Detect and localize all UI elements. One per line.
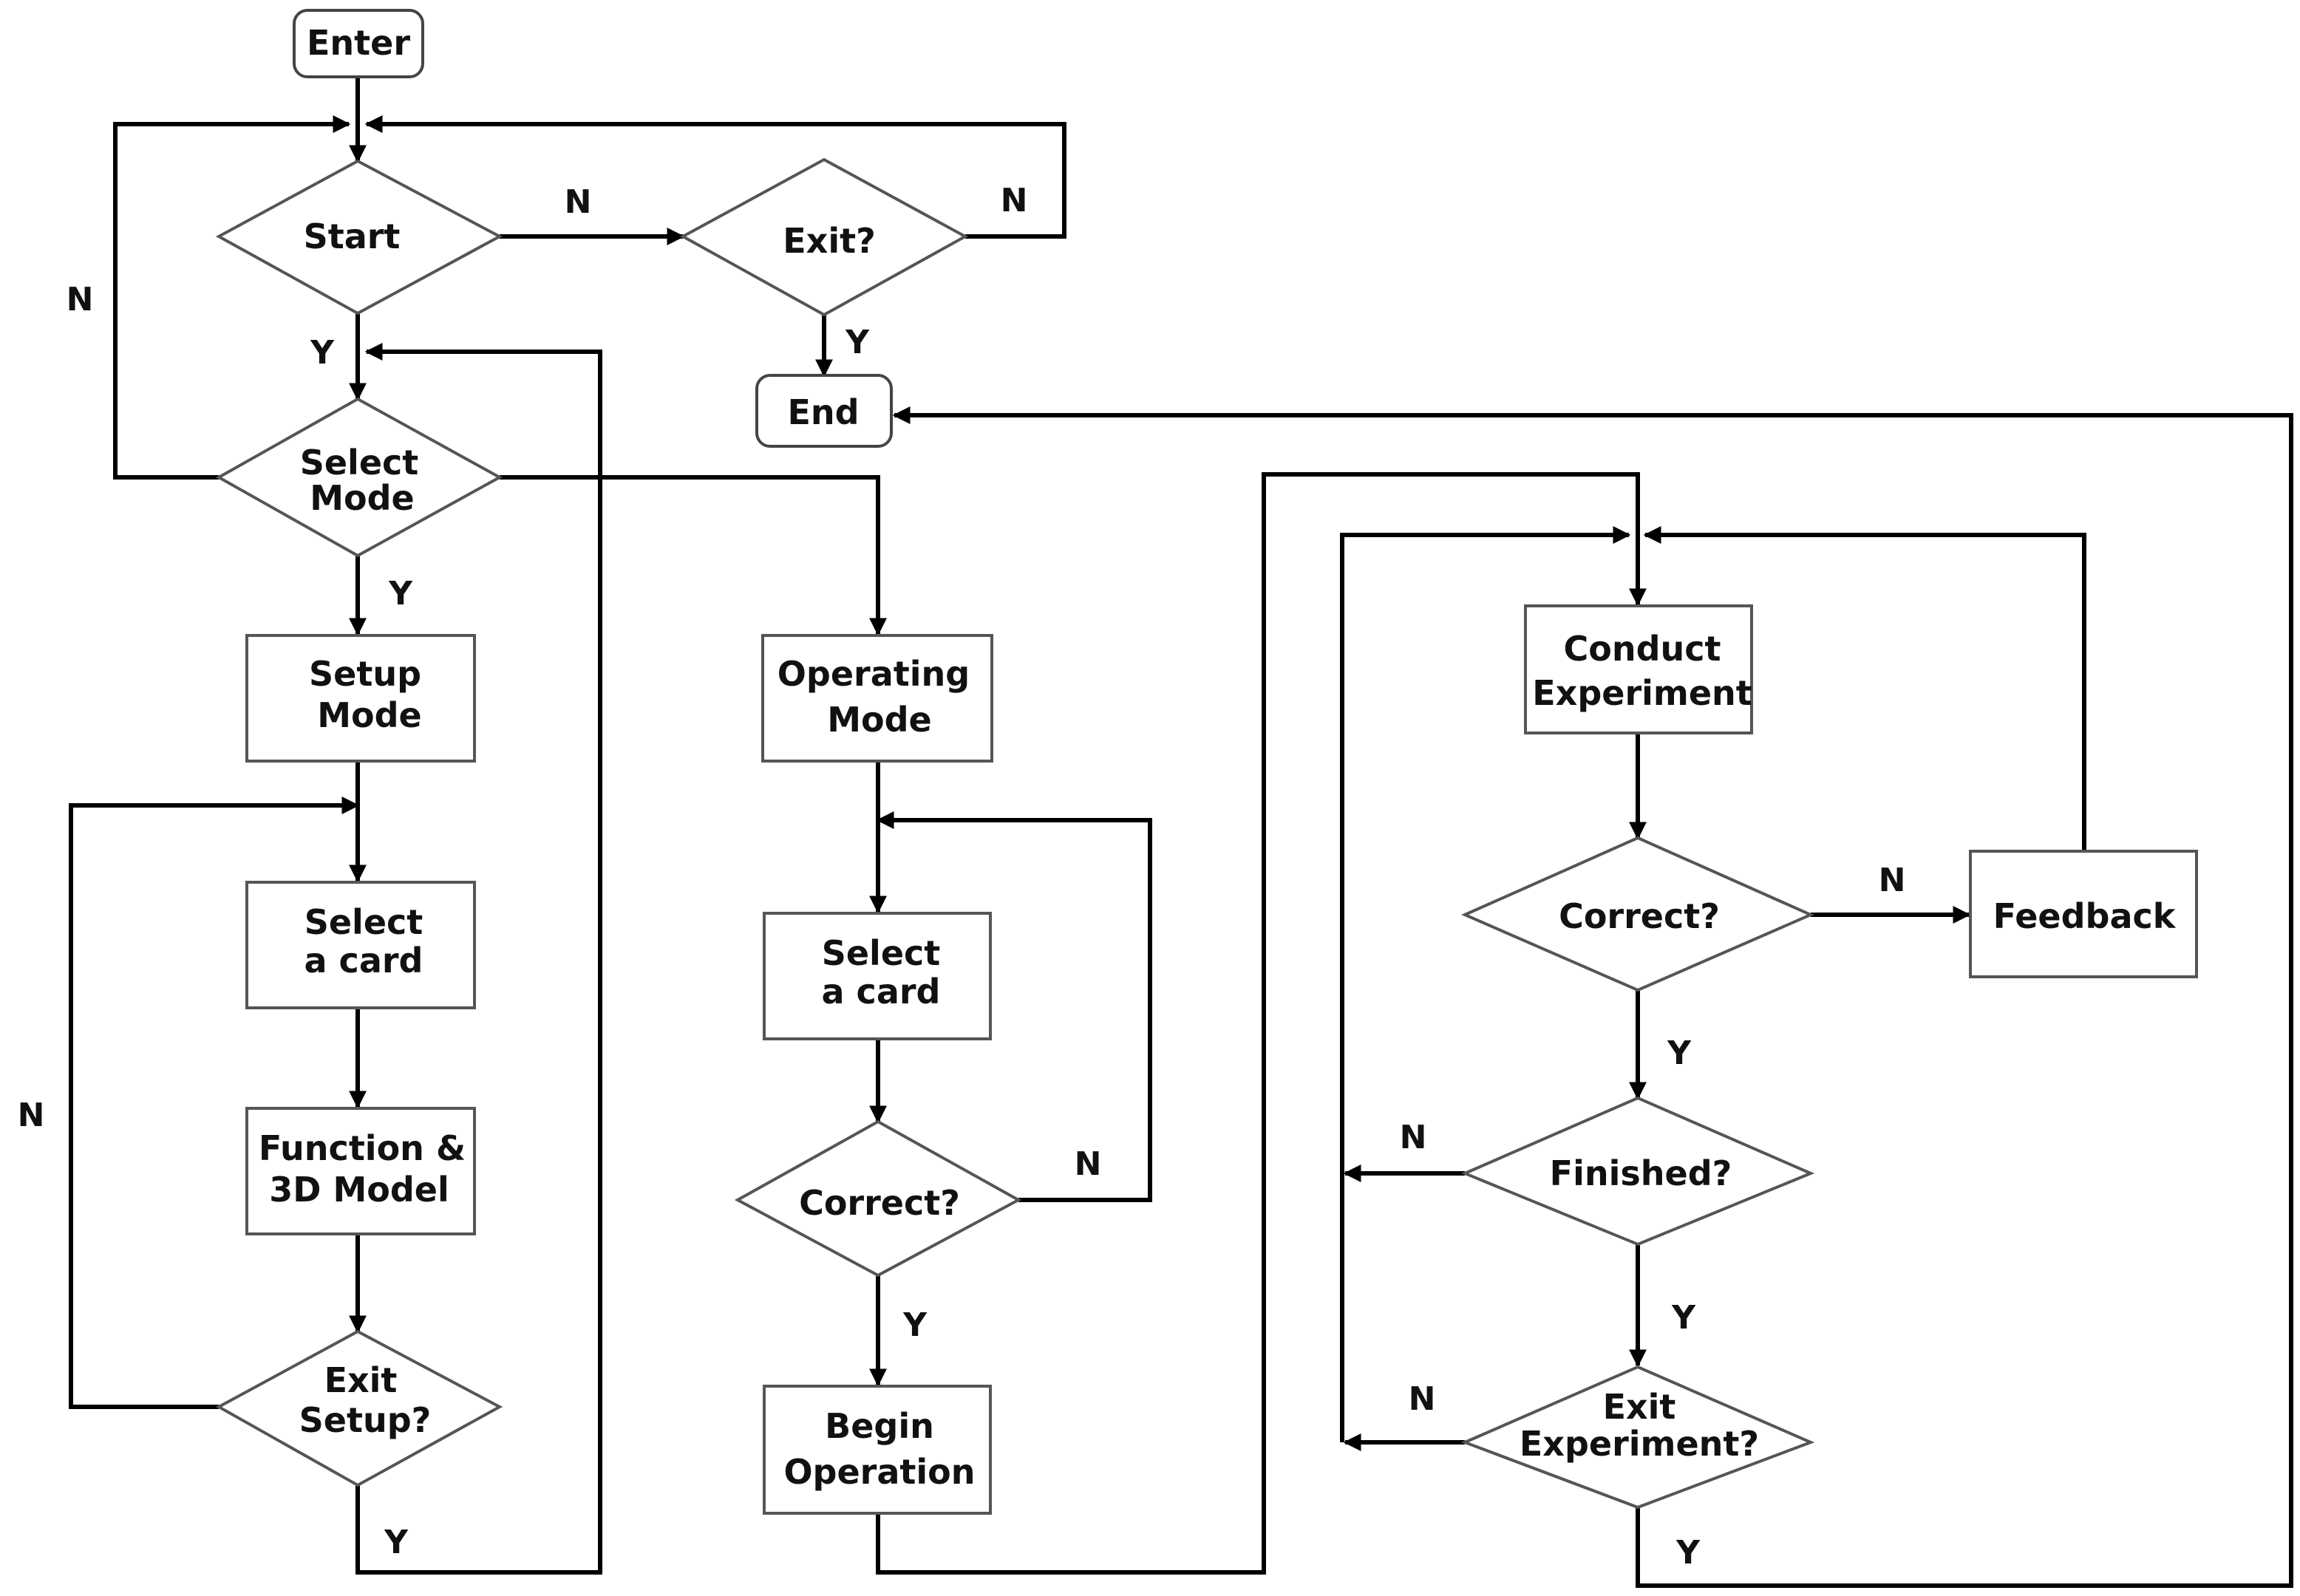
label-start-yes: Y: [310, 334, 335, 372]
node-operating-mode: Operating Mode: [761, 634, 993, 763]
label-select-mode-yes: Y: [388, 575, 413, 613]
edge-op-correct-loop: [876, 811, 1152, 1202]
select-mode-label-line1: Select: [300, 443, 419, 482]
edge-select-mode-to-operating: [500, 475, 887, 636]
label-exit-setup-yes: Y: [384, 1524, 409, 1561]
edge-exit-setup-loop: [69, 797, 360, 1409]
edge-select-mode-loop-back: [113, 115, 351, 480]
node-op-select-card: Select a card: [763, 912, 992, 1040]
label-exit-experiment-no: N: [1409, 1380, 1436, 1418]
label-op-correct-no: N: [1075, 1145, 1102, 1183]
node-function-3d-model: Function & 3D Model: [245, 1107, 476, 1235]
setup-mode-label-line2: Mode: [317, 695, 422, 735]
enter-label: Enter: [307, 23, 410, 63]
exit-experiment-label-line2: Experiment?: [1520, 1424, 1759, 1464]
exit-setup-label-line1: Exit: [324, 1360, 398, 1400]
edge-exit-setup-return: [355, 343, 602, 1575]
node-exit-question: Exit?: [679, 157, 969, 317]
node-start: Start: [215, 159, 503, 316]
edge-begin-to-conduct: [876, 472, 1647, 1575]
function-label-line1: Function &: [259, 1128, 466, 1168]
setup-select-card-label-line1: Select: [304, 902, 423, 942]
label-exp-correct-no: N: [1879, 862, 1906, 899]
label-finished-no: N: [1400, 1119, 1427, 1156]
node-op-correct: Correct?: [734, 1119, 1022, 1278]
label-finished-yes: Y: [1671, 1299, 1696, 1337]
node-enter: Enter: [293, 9, 424, 78]
begin-operation-label-line1: Begin: [825, 1406, 934, 1446]
label-start-no: N: [565, 183, 592, 221]
node-end: End: [755, 374, 893, 448]
node-conduct-experiment: Conduct Experiment: [1524, 604, 1753, 734]
exp-correct-label: Correct?: [1559, 896, 1720, 936]
exit-experiment-label-line1: Exit: [1603, 1387, 1676, 1427]
select-mode-label-line2: Mode: [310, 478, 415, 518]
node-exit-setup: Exit Setup?: [215, 1329, 503, 1487]
edge-labels: N N N Y Y Y N Y N Y N Y N Y N Y: [18, 182, 1906, 1572]
node-finished: Finished?: [1460, 1096, 1815, 1247]
begin-operation-label-line2: Operation: [783, 1452, 975, 1492]
end-label: End: [787, 392, 859, 432]
label-exit-setup-no: N: [18, 1097, 45, 1134]
exit-setup-label-line2: Setup?: [299, 1400, 432, 1440]
operating-mode-label-line1: Operating: [778, 654, 970, 694]
conduct-label-line1: Conduct: [1563, 629, 1721, 669]
node-exp-correct: Correct?: [1461, 836, 1814, 992]
node-setup-select-card: Select a card: [245, 881, 476, 1009]
connectors: [69, 78, 2293, 1588]
op-select-card-label-line1: Select: [822, 933, 941, 973]
node-begin-operation: Begin Operation: [763, 1385, 992, 1515]
label-exp-correct-yes: Y: [1667, 1034, 1692, 1072]
node-exit-experiment: Exit Experiment?: [1460, 1365, 1815, 1510]
edge-feedback-loop: [1643, 526, 2086, 851]
function-label-line2: 3D Model: [269, 1170, 449, 1210]
edge-experiment-loop-back: [1340, 526, 1631, 1442]
op-select-card-label-line2: a card: [822, 972, 941, 1012]
operating-mode-label-line2: Mode: [827, 700, 932, 740]
label-select-mode-no: N: [67, 281, 94, 318]
label-op-correct-yes: Y: [902, 1306, 928, 1344]
node-select-mode: Select Mode: [215, 397, 503, 558]
setup-mode-label-line1: Setup: [309, 654, 421, 694]
setup-select-card-label-line2: a card: [304, 941, 423, 981]
finished-label: Finished?: [1550, 1153, 1732, 1193]
node-setup-mode: Setup Mode: [245, 634, 476, 763]
edge-exit-loop-back: [364, 115, 1066, 239]
feedback-label: Feedback: [1993, 896, 2177, 936]
label-exit-yes: Y: [845, 324, 870, 361]
start-label: Start: [304, 216, 401, 256]
conduct-label-line2: Experiment: [1532, 673, 1752, 713]
op-correct-label: Correct?: [799, 1183, 960, 1223]
edge-exit-experiment-to-end: [892, 406, 2293, 1588]
exit-question-label: Exit?: [783, 221, 876, 261]
label-exit-no: N: [1001, 182, 1028, 219]
label-exit-experiment-yes: Y: [1675, 1534, 1701, 1572]
node-feedback: Feedback: [1969, 850, 2198, 978]
